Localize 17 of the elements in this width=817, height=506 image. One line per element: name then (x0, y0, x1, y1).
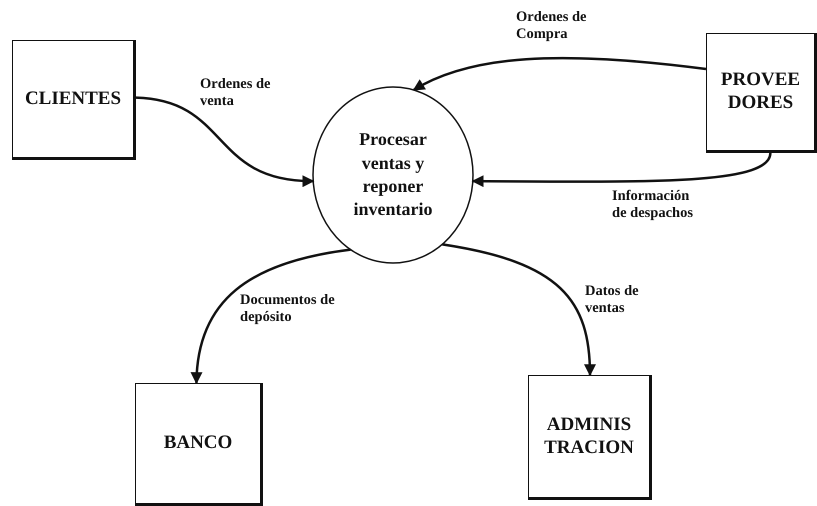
arrow (442, 243, 596, 376)
arrow (412, 56, 706, 92)
arrow (472, 152, 772, 188)
node-label: Procesar ventas y reponer inventario (352, 128, 434, 222)
edge-label: Ordenes de Compra (516, 9, 586, 44)
entity-box (12, 40, 136, 160)
edge-label: Información de despachos (612, 188, 693, 223)
entity-box (135, 383, 263, 506)
entity-box (706, 33, 817, 153)
arrow (191, 248, 351, 384)
entity-box (528, 375, 652, 500)
edge-label: Documentos de depósito (240, 292, 335, 327)
node-label: ADMINIS TRACION (543, 414, 635, 460)
node-label: CLIENTES (24, 88, 122, 110)
node-label: PROVEE DORES (720, 69, 800, 115)
arrow (136, 96, 314, 186)
node-label: BANCO (162, 432, 234, 455)
